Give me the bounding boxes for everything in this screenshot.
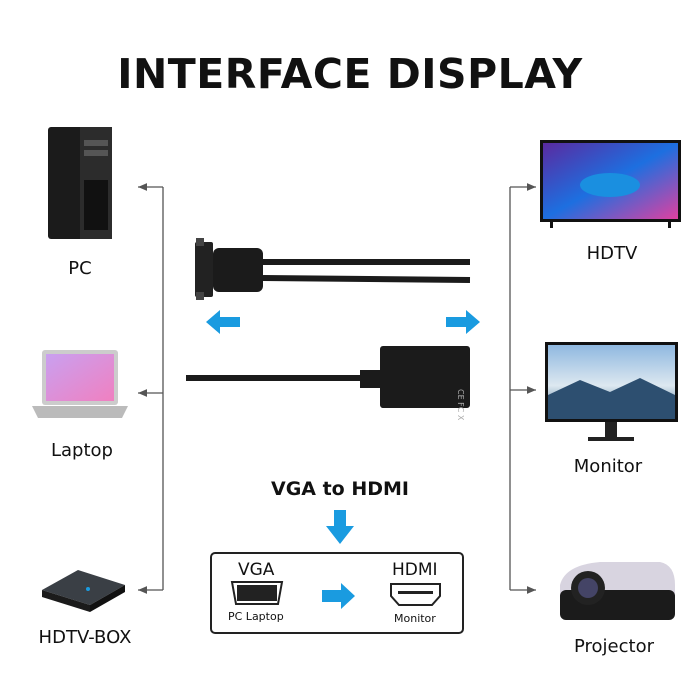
svg-text:CE FC X: CE FC X: [456, 389, 465, 421]
pc-tower-icon: [48, 127, 112, 239]
output-port-caption: Monitor: [394, 612, 436, 625]
left-connector-lines: [138, 183, 164, 594]
vga-port-icon: [230, 581, 284, 605]
monitor-icon: [545, 342, 678, 441]
output-label-hdtv: HDTV: [586, 243, 638, 264]
vga-cable-icon: [195, 238, 471, 300]
tv-box-icon: [42, 570, 125, 612]
source-label-hdtv-box: HDTV-BOX: [38, 627, 132, 648]
hdmi-adapter-icon: CE FC X: [186, 346, 470, 421]
box-blue-arrow-icon: [322, 583, 355, 609]
right-connector-lines: [509, 183, 536, 594]
right-blue-arrow-icon: [446, 310, 480, 334]
hdtv-icon: [540, 140, 681, 228]
source-label-laptop: Laptop: [51, 440, 113, 461]
output-label-monitor: Monitor: [573, 456, 643, 477]
left-blue-arrow-icon: [206, 310, 240, 334]
down-blue-arrow-icon: [326, 510, 354, 544]
page-title: INTERFACE DISPLAY: [117, 50, 583, 98]
output-label-projector: Projector: [574, 636, 654, 657]
conversion-box: [210, 552, 464, 634]
conversion-heading: VGA to HDMI: [270, 478, 410, 500]
projector-icon: [560, 562, 675, 620]
input-port-label: VGA: [238, 560, 275, 580]
hdmi-port-icon: [390, 583, 441, 606]
source-label-pc: PC: [68, 258, 92, 279]
laptop-icon: [32, 350, 128, 418]
output-port-label: HDMI: [392, 560, 438, 580]
input-port-caption: PC Laptop: [228, 610, 284, 623]
